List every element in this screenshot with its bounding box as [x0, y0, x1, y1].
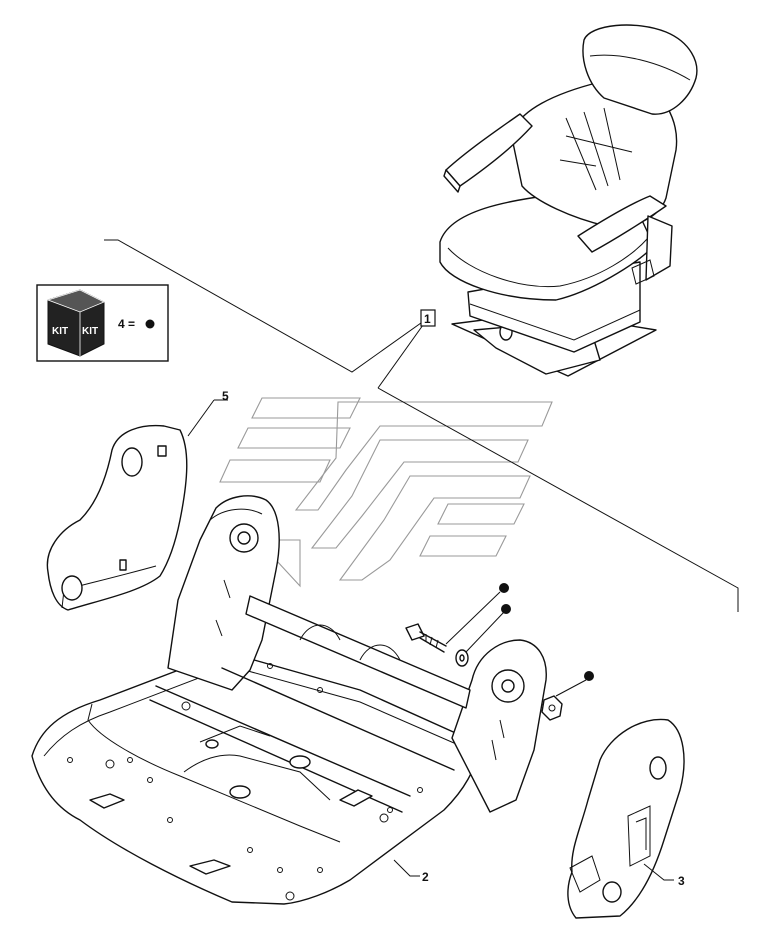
leader-lines — [104, 239, 739, 612]
kit-dot-icon — [499, 583, 509, 593]
left-side-cover — [46, 424, 188, 611]
kit-legend: KIT KIT 4 = — [36, 284, 169, 362]
callout-1-label: 1 — [424, 312, 431, 326]
fasteners — [405, 583, 594, 721]
callout-3-leader — [643, 863, 674, 881]
kit-icon: KIT KIT — [46, 289, 105, 357]
bullet-dot-icon — [145, 319, 155, 329]
watermark-logo — [219, 397, 553, 588]
frame-holes — [67, 663, 423, 901]
callout-5-label: 5 — [222, 389, 229, 403]
kit-label-left: KIT — [52, 326, 68, 337]
right-side-cover — [567, 718, 685, 919]
callout-2-leader — [393, 859, 420, 877]
callout-3-label: 3 — [678, 874, 685, 888]
seat-frame — [31, 495, 547, 905]
kit-dot-icon — [501, 604, 511, 614]
callout-2-label: 2 — [422, 870, 429, 884]
callout-1: 1 — [420, 309, 436, 327]
kit-label-right: KIT — [82, 326, 98, 337]
seat-assembly — [439, 24, 698, 377]
kit-dot-icon — [584, 671, 594, 681]
kit-legend-text: 4 = — [118, 317, 135, 331]
